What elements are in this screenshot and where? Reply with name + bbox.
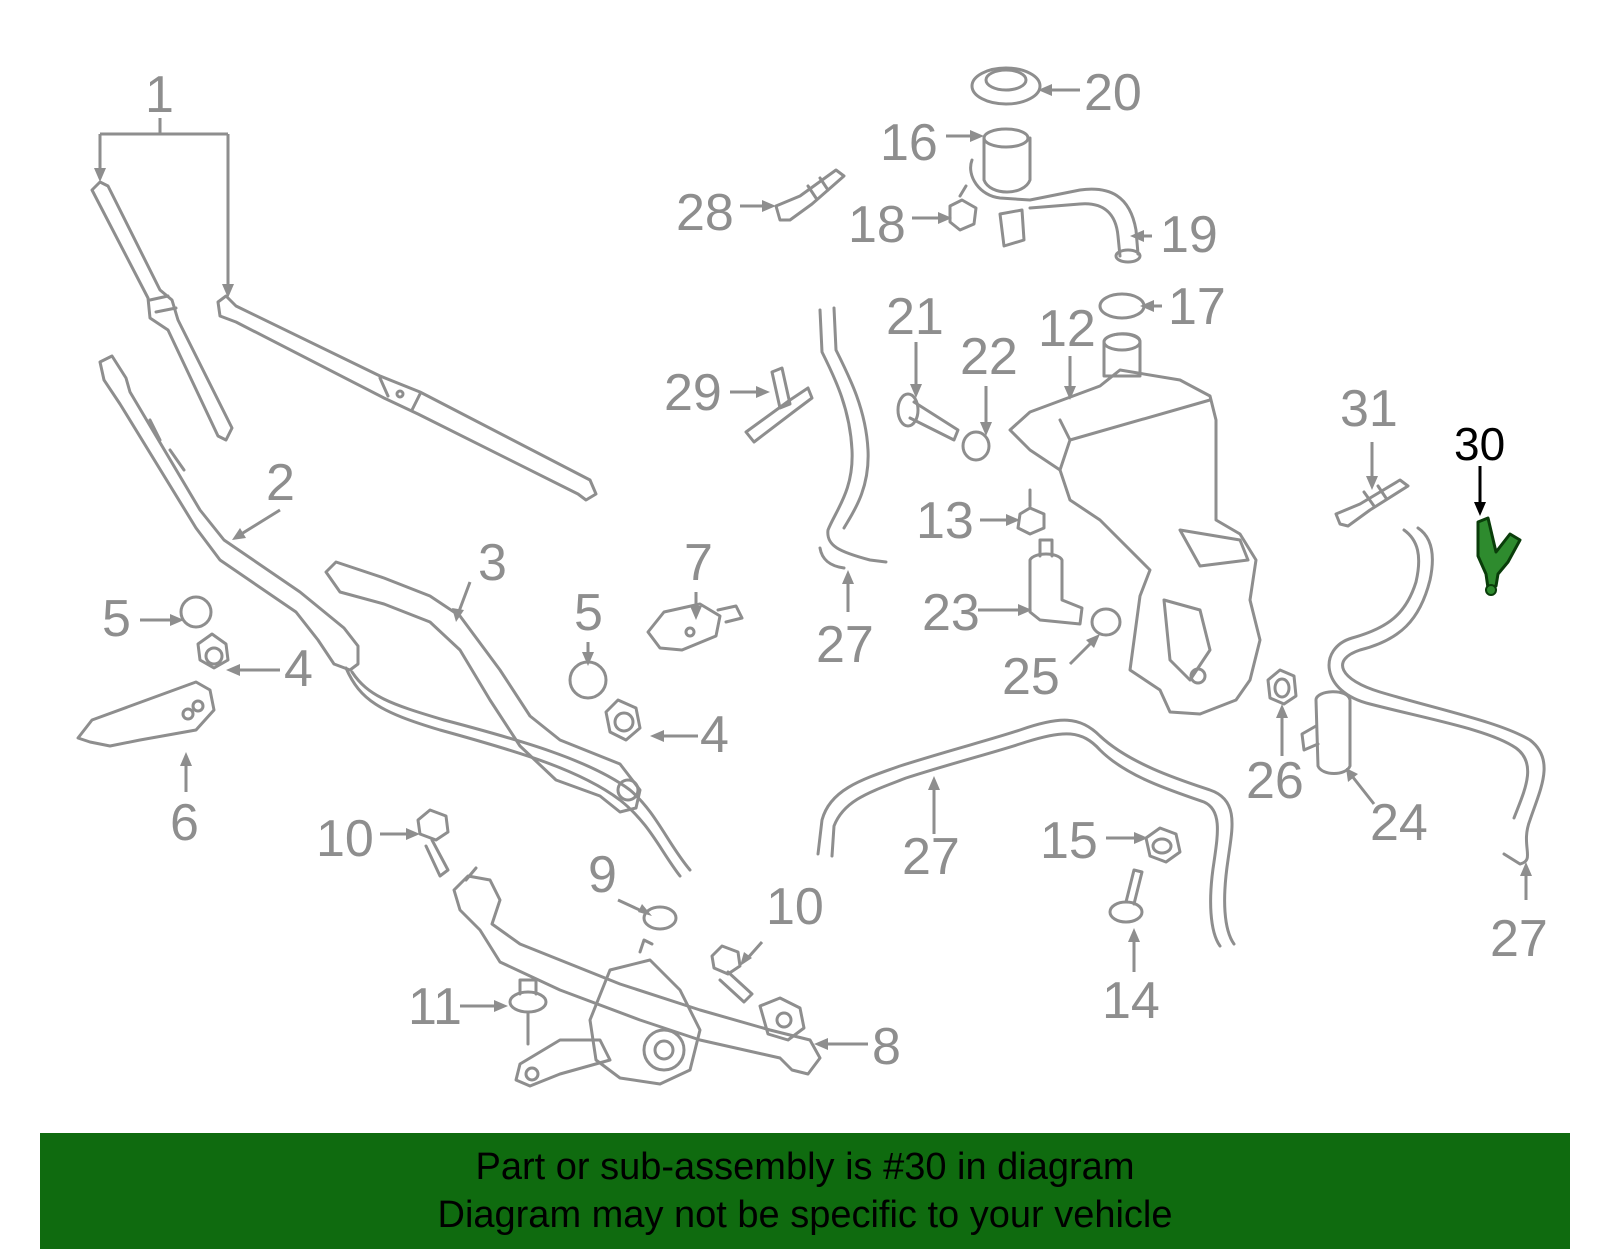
cover-6 — [76, 680, 216, 748]
callout-30: 30 — [1454, 418, 1505, 470]
info-banner: Part or sub-assembly is #30 in diagram D… — [40, 1133, 1570, 1249]
cap-5-left — [179, 595, 213, 629]
callout-27-upper: 27 — [816, 616, 874, 674]
callout-26: 26 — [1246, 752, 1304, 810]
washer-hose-27-upper — [818, 308, 888, 564]
callout-28: 28 — [676, 184, 734, 242]
washer-hose-27-right — [1341, 526, 1546, 866]
callout-27-right: 27 — [1490, 910, 1548, 968]
callout-22: 22 — [960, 328, 1018, 386]
wiper-arm-2 — [98, 354, 360, 672]
washer-hose-27-upper-2 — [832, 306, 870, 530]
callout-9: 9 — [588, 846, 617, 904]
callout-23: 23 — [922, 584, 980, 642]
washer-22 — [961, 430, 991, 462]
washer-reservoir-12 — [1008, 332, 1262, 716]
arrowheads — [94, 84, 1532, 1050]
callout-29: 29 — [664, 364, 722, 422]
callout-8: 8 — [872, 1018, 901, 1076]
callout-15: 15 — [1040, 812, 1098, 870]
arrowhead-30 — [1474, 502, 1486, 516]
washer-hose-27-right-2 — [1327, 528, 1530, 820]
bracket-7 — [646, 602, 744, 652]
wiper-blade-right — [216, 294, 598, 502]
washer-hose-arm — [344, 666, 682, 878]
callout-2: 2 — [266, 454, 295, 512]
wiper-blade-left — [90, 180, 234, 442]
nut-4-right — [604, 698, 642, 742]
washer-hose-27-middle — [816, 718, 1236, 946]
nut-15 — [1144, 826, 1182, 864]
callout-17: 17 — [1168, 278, 1226, 336]
callout-12: 12 — [1038, 300, 1096, 358]
callout-7: 7 — [684, 534, 713, 592]
wiper-motor-linkage — [452, 866, 822, 1088]
banner-line-2: Diagram may not be specific to your vehi… — [437, 1194, 1173, 1236]
nut-4-left — [196, 632, 230, 670]
grommet-9 — [642, 905, 678, 931]
part-30-highlighted — [1476, 516, 1522, 596]
callout-6: 6 — [170, 794, 199, 852]
pump-23 — [1028, 538, 1084, 626]
callout-10-right: 10 — [766, 878, 824, 936]
bolt-10-left — [416, 808, 450, 878]
wiper-arm-3 — [324, 560, 642, 814]
callout-labels: 1 2 3 4 4 5 5 6 7 8 9 10 10 11 12 13 14 … — [102, 64, 1548, 1076]
cap-5-right — [568, 660, 608, 700]
callout-24: 24 — [1370, 794, 1428, 852]
callout-25: 25 — [1002, 648, 1060, 706]
banner-line-1: Part or sub-assembly is #30 in diagram — [475, 1146, 1135, 1188]
o-ring-17 — [1098, 292, 1146, 320]
filler-neck-16-19 — [969, 127, 1142, 264]
callout-21: 21 — [886, 288, 944, 346]
washer-hose-arm-2 — [350, 670, 692, 872]
washer-hose-27-middle-2 — [830, 732, 1222, 948]
pin-21 — [896, 392, 960, 442]
callout-19: 19 — [1160, 206, 1218, 264]
connector-28 — [774, 168, 846, 222]
callout-20: 20 — [1084, 64, 1142, 122]
callout-3: 3 — [478, 534, 507, 592]
pump-24 — [1300, 690, 1352, 775]
callout-1: 1 — [145, 66, 174, 124]
callout-5-left: 5 — [102, 590, 131, 648]
callout-10-left: 10 — [316, 810, 374, 868]
cap-20 — [970, 66, 1042, 106]
callout-16: 16 — [880, 114, 938, 172]
callout-14: 14 — [1102, 972, 1160, 1030]
callout-5-right: 5 — [574, 584, 603, 642]
callout-13: 13 — [916, 492, 974, 550]
connector-31 — [1334, 478, 1410, 528]
callout-4-right: 4 — [700, 706, 729, 764]
callout-27-middle: 27 — [902, 828, 960, 886]
clip-13 — [1016, 488, 1046, 536]
nut-26 — [1266, 668, 1298, 706]
callout-31: 31 — [1340, 380, 1398, 438]
bolt-14 — [1108, 868, 1144, 924]
grommet-25 — [1090, 607, 1122, 637]
bolt-11 — [508, 978, 548, 1046]
clip-18 — [948, 184, 978, 232]
callout-11: 11 — [408, 978, 462, 1036]
callout-18: 18 — [848, 196, 906, 254]
t-connector-29 — [744, 366, 814, 444]
callout-4-left: 4 — [284, 640, 313, 698]
